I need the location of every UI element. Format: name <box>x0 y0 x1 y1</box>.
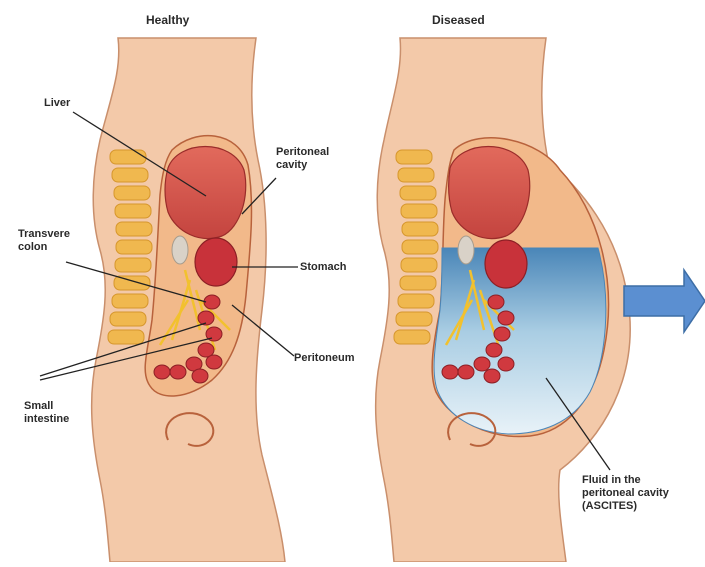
diseased-liver <box>449 147 530 239</box>
healthy-stomach <box>195 238 237 286</box>
right-arrow-icon <box>624 270 705 332</box>
label-liver: Liver <box>44 97 70 110</box>
diseased-kidney <box>458 236 474 264</box>
label-peritoneum: Peritoneum <box>294 352 355 365</box>
healthy-liver <box>165 147 246 239</box>
healthy-panel <box>40 38 298 562</box>
diseased-stomach <box>485 240 527 288</box>
label-small-intestine: Small intestine <box>24 400 69 426</box>
label-peritoneal-cavity: Peritoneal cavity <box>276 146 329 172</box>
label-transverse-colon: Transvere colon <box>18 228 70 254</box>
healthy-title: Healthy <box>146 14 189 27</box>
label-fluid-ascites: Fluid in the peritoneal cavity (ASCITES) <box>582 474 669 513</box>
diseased-title: Diseased <box>432 14 485 27</box>
healthy-kidney <box>172 236 188 264</box>
label-stomach: Stomach <box>300 261 346 274</box>
